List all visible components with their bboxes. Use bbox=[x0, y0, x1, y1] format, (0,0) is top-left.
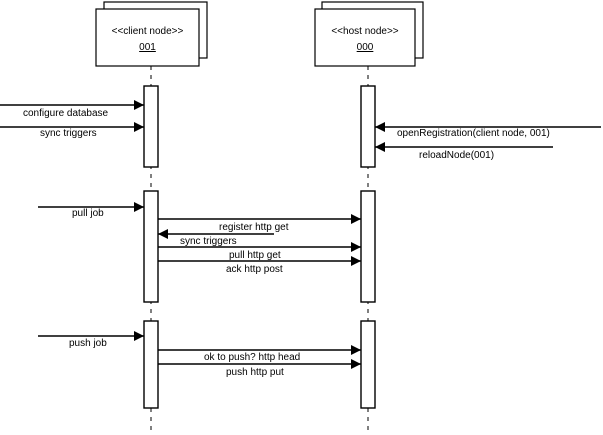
open-registration-label: openRegistration(client node, 001) bbox=[397, 128, 550, 139]
ack-http-post-label: ack http post bbox=[226, 264, 283, 275]
ok-to-push-label: ok to push? http head bbox=[204, 352, 300, 363]
host-activation-3 bbox=[360, 320, 376, 409]
sync-triggers-return-label: sync triggers bbox=[180, 236, 237, 247]
host-node-header: <<host node>> 000 bbox=[314, 1, 424, 67]
push-job-label: push job bbox=[69, 338, 107, 349]
host-activation-1 bbox=[360, 85, 376, 168]
client-activation-2 bbox=[143, 190, 159, 303]
host-activation-2 bbox=[360, 190, 376, 303]
pull-job-label: pull job bbox=[72, 208, 104, 219]
sync-triggers-in-label: sync triggers bbox=[40, 128, 97, 139]
client-node-id: 001 bbox=[139, 42, 156, 53]
client-activation-1 bbox=[143, 85, 159, 168]
client-node-stereotype: <<client node>> bbox=[112, 26, 184, 37]
register-http-get-label: register http get bbox=[219, 222, 289, 233]
host-node-id: 000 bbox=[357, 42, 374, 53]
configure-database-label: configure database bbox=[23, 108, 109, 119]
pull-http-get-label: pull http get bbox=[229, 250, 281, 261]
client-activation-3 bbox=[143, 320, 159, 409]
host-node-stereotype: <<host node>> bbox=[331, 26, 398, 37]
client-node-header: <<client node>> 001 bbox=[95, 1, 208, 67]
push-http-put-label: push http put bbox=[226, 367, 284, 378]
reload-node-label: reloadNode(001) bbox=[419, 150, 494, 161]
